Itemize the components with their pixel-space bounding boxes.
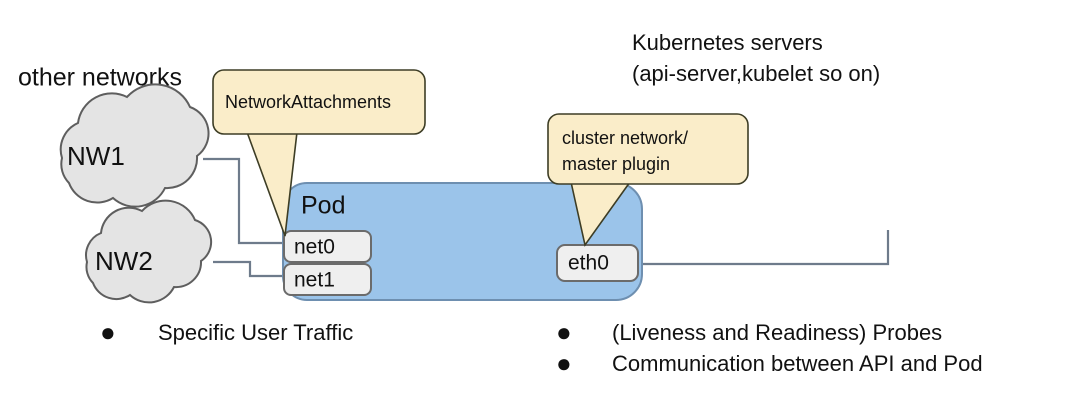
bullet-right-1-label: Communication between API and Pod (612, 351, 983, 376)
connector-eth0-to-servers (637, 230, 890, 266)
cloud-nw2-shape (85, 199, 213, 304)
callout-cluster-network-label-line2: master plugin (562, 154, 670, 174)
pod-label: Pod (301, 192, 345, 220)
callout-network-attachments-box (212, 69, 426, 135)
bullet-right-0-label: (Liveness and Readiness) Probes (612, 320, 942, 345)
interface-net0-label: net0 (294, 236, 335, 259)
bullet-dot-icon: ● (556, 348, 572, 378)
callout-cluster-network-box (547, 113, 749, 185)
kubernetes-servers-label-line2: (api-server,kubelet so on) (632, 61, 880, 86)
interface-eth0[interactable]: eth0 (556, 244, 639, 282)
interface-net1-label: net1 (294, 269, 335, 292)
connector-group (203, 157, 890, 278)
callout-cluster-network-label-line1: cluster network/ (562, 128, 688, 148)
interface-net1-box[interactable] (283, 263, 372, 296)
cloud-nw2-label: NW2 (95, 246, 153, 276)
bullet-list-right: ● (Liveness and Readiness) Probes ● Comm… (556, 317, 983, 378)
callout-cluster-network: cluster network/ master plugin (547, 113, 749, 247)
callout-network-attachments: NetworkAttachments (212, 69, 426, 237)
callout-network-attachments-label: NetworkAttachments (225, 92, 391, 112)
interface-net1[interactable]: net1 (283, 263, 372, 296)
interface-eth0-label: eth0 (568, 252, 609, 275)
interface-net0[interactable]: net0 (283, 230, 372, 263)
bullet-dot-icon: ● (556, 317, 572, 347)
cloud-nw1-shape (59, 83, 210, 208)
bullet-dot-icon: ● (100, 317, 116, 347)
interface-eth0-box[interactable] (556, 244, 639, 282)
bullet-left-0-label: Specific User Traffic (158, 320, 353, 345)
cloud-nw2: NW2 (85, 199, 213, 304)
connector-nw1-to-net0 (203, 157, 284, 245)
bullet-list-left: ● Specific User Traffic (100, 317, 353, 347)
cloud-nw1: NW1 (59, 83, 210, 208)
kubernetes-servers-label-line1: Kubernetes servers (632, 30, 823, 55)
interface-net0-box[interactable] (283, 230, 372, 263)
connector-nw2-to-net1 (213, 260, 284, 278)
cloud-nw1-label: NW1 (67, 141, 125, 171)
